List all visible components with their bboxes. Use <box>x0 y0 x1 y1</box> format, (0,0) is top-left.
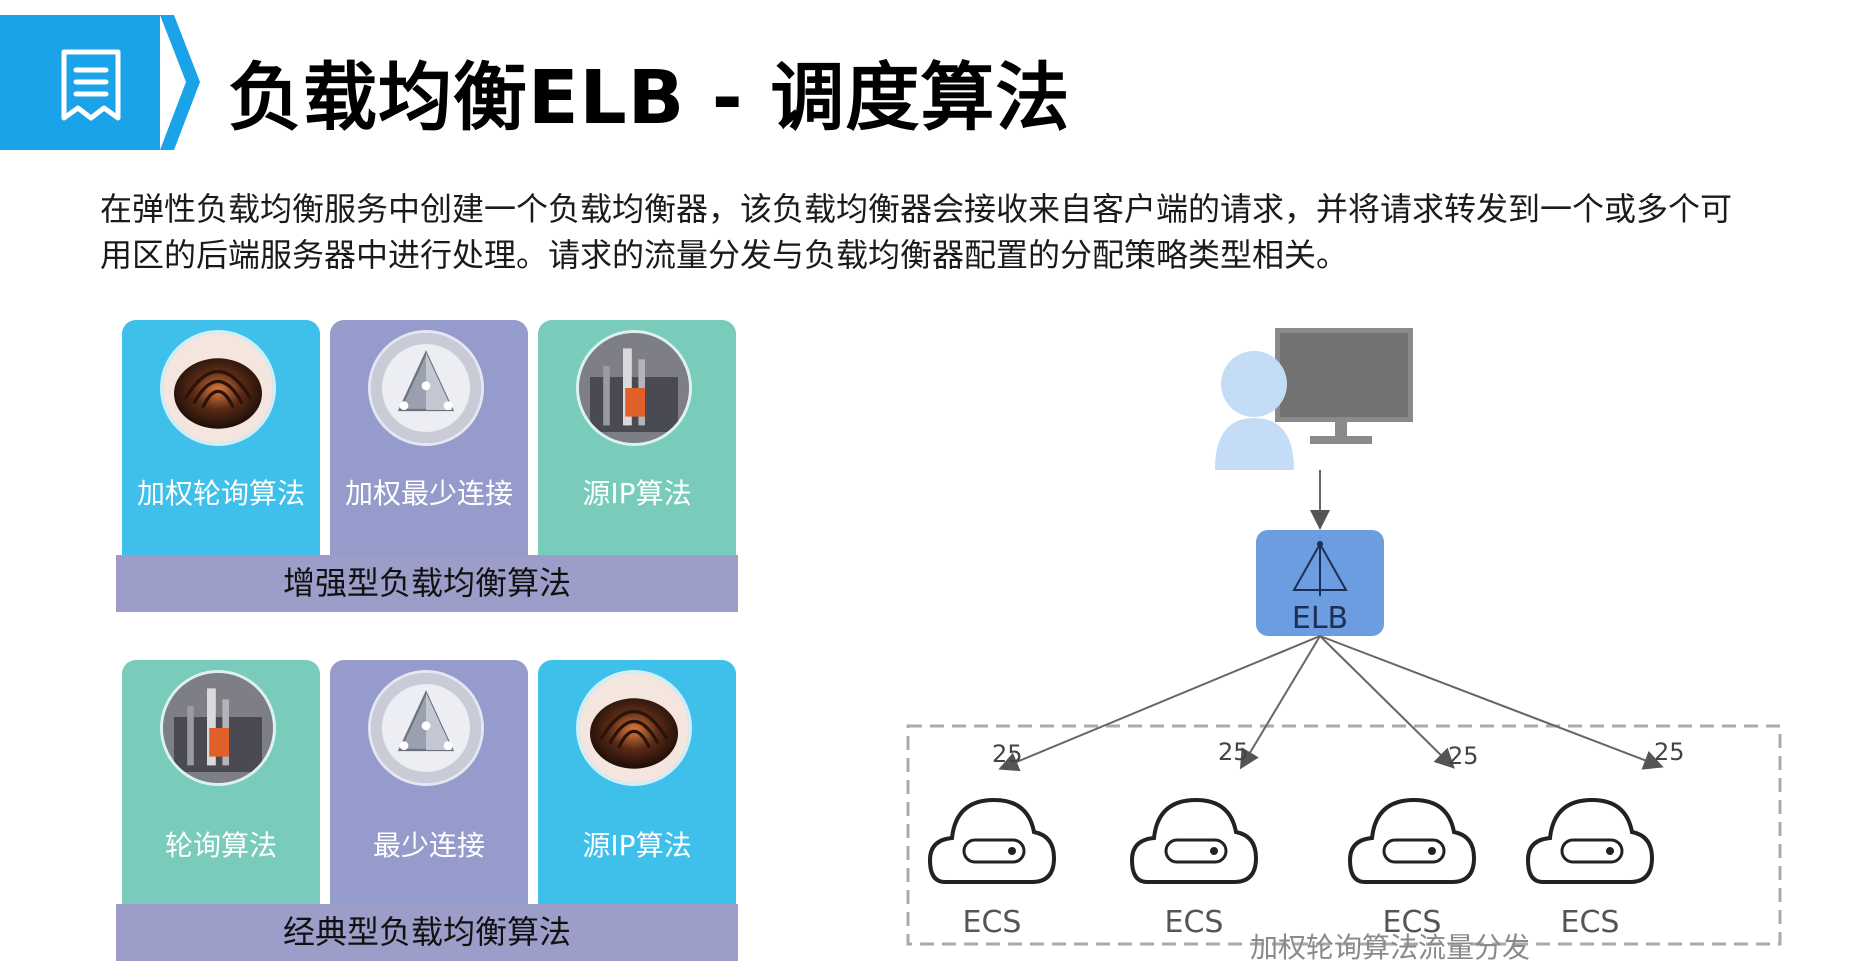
card-label: 轮询算法 <box>164 829 277 862</box>
machinery-icon <box>160 670 276 786</box>
enhanced-algorithm-label: 增强型负载均衡算法 <box>116 555 738 612</box>
pyramid-node-icon <box>368 670 484 786</box>
card-label: 源IP算法 <box>582 829 692 862</box>
card-label: 加权轮询算法 <box>136 477 305 510</box>
weight-label: 25 <box>992 740 1023 768</box>
elb-node: ELB <box>1256 530 1384 636</box>
ecs-label: ECS <box>1165 905 1224 940</box>
weight-label: 25 <box>1448 742 1479 770</box>
pyramid-node-icon <box>368 330 484 446</box>
card-source-ip: 源IP算法 <box>538 660 736 912</box>
card-label: 最少连接 <box>372 829 485 862</box>
document-list-icon <box>61 49 121 121</box>
weight-label: 25 <box>1218 738 1249 766</box>
ecs-label: ECS <box>963 905 1022 940</box>
classic-algorithm-label: 经典型负载均衡算法 <box>116 904 738 961</box>
card-label: 源IP算法 <box>582 477 692 510</box>
card-source-ip: 源IP算法 <box>538 320 736 560</box>
ecs-label: ECS <box>1561 905 1620 940</box>
card-least-connections: 最少连接 <box>330 660 528 912</box>
ecs-server-1: ECS <box>927 797 1057 940</box>
ecs-server-2: ECS <box>1129 797 1259 940</box>
machinery-icon <box>576 330 692 446</box>
spiral-shell-icon <box>576 670 692 786</box>
description-text: 在弹性负载均衡服务中创建一个负载均衡器，该负载均衡器会接收来自客户端的请求，并将… <box>100 186 1780 278</box>
card-label: 加权最少连接 <box>344 477 513 510</box>
diagram-caption: 加权轮询算法流量分发 <box>1249 931 1530 964</box>
classic-algorithm-panel: 轮询算法 最少连接 源IP算法 经典型负载均衡算法 <box>116 660 738 964</box>
weight-label: 25 <box>1654 738 1685 766</box>
description-line-1: 在弹性负载均衡服务中创建一个负载均衡器，该负载均衡器会接收来自客户端的请求，并将… <box>100 190 1733 228</box>
traffic-distribution-diagram: ELB 25 25 25 25 ECS ECS ECS ECS <box>906 328 1782 946</box>
description-line-2: 用区的后端服务器中进行处理。请求的流量分发与负载均衡器配置的分配策略类型相关。 <box>100 236 1349 274</box>
card-round-robin: 轮询算法 <box>122 660 320 912</box>
card-weighted-round-robin: 加权轮询算法 <box>122 320 320 560</box>
header-chevron <box>160 15 200 150</box>
enhanced-algorithm-panel: 加权轮询算法 加权最少连接 源IP算法 增强型负载均衡算法 <box>116 320 738 612</box>
ecs-label: ECS <box>1383 905 1442 940</box>
page-title: 负载均衡ELB - 调度算法 <box>228 55 1071 141</box>
ecs-server-4: ECS <box>1525 797 1655 940</box>
card-weighted-least-connections: 加权最少连接 <box>330 320 528 560</box>
elb-label: ELB <box>1292 601 1348 636</box>
client-user-icon <box>1215 328 1413 470</box>
spiral-shell-icon <box>160 330 276 446</box>
ecs-server-3: ECS <box>1347 797 1477 940</box>
